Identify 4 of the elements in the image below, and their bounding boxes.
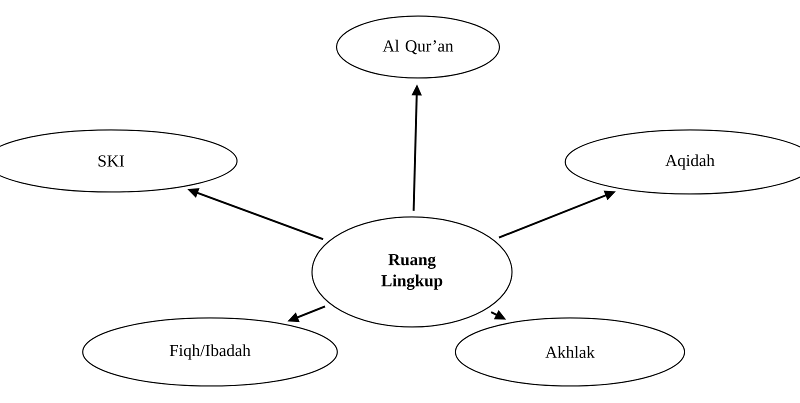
- ellipse-node: Al Qur’an: [336, 15, 500, 79]
- ellipse-node: Fiqh/Ibadah: [82, 317, 338, 387]
- ellipse-node: Akhlak: [454, 317, 686, 387]
- ellipse-node: Ruang Lingkup: [311, 216, 513, 328]
